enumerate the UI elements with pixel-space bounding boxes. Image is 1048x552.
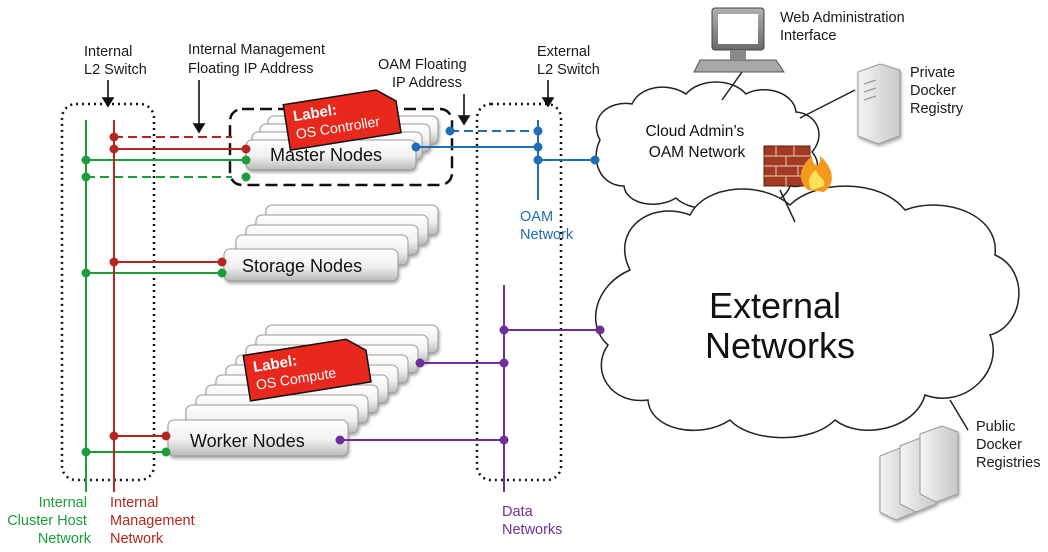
internal-l2-switch-label: Internal L2 Switch — [84, 44, 147, 78]
data-networks-label: Data Networks — [502, 504, 562, 538]
cluster-host-network-label: Internal Cluster Host Network — [7, 495, 92, 547]
firewall-icon — [763, 145, 832, 192]
master-nodes-label: Master Nodes — [270, 145, 382, 165]
data-network-lines — [340, 285, 600, 492]
oam-floating-ip-label: OAM Floating IP Address — [378, 57, 471, 91]
storage-nodes-label: Storage Nodes — [242, 256, 362, 276]
cloud-admin-oam-network — [595, 81, 820, 210]
os-compute-tag: Label: OS Compute — [242, 338, 372, 402]
cloud-admin-network-label: Cloud Admin’s OAM Network — [645, 123, 748, 161]
worker-nodes-label: Worker Nodes — [190, 431, 305, 451]
public-registries-label: Public Docker Registries — [976, 419, 1040, 471]
external-l2-switch-label: External L2 Switch — [537, 44, 600, 78]
os-controller-tag: Label: OS Controller — [282, 89, 402, 152]
cluster-host-network-lines — [85, 120, 246, 492]
oam-network-lines — [416, 120, 597, 200]
oam-network-label: OAM Network — [520, 209, 574, 243]
management-network-lines — [113, 120, 246, 492]
public-registries-server-icon — [879, 425, 959, 521]
external-l2-switch-box — [475, 102, 563, 482]
admin-links — [721, 71, 969, 431]
os-controller-tag-head: Label: — [292, 101, 338, 125]
private-registry-label: Private Docker Registry — [910, 65, 964, 117]
web-admin-label: Web Administration Interface — [780, 10, 909, 44]
external-networks-label: External Networks — [705, 285, 855, 366]
private-registry-server-icon — [857, 63, 901, 145]
storage-node-stack — [223, 204, 439, 282]
external-networks-cloud — [594, 185, 1020, 439]
internal-mgmt-network-label: Internal Management Network — [110, 495, 199, 547]
callout-arrows — [101, 80, 555, 134]
junction-dots — [81, 126, 605, 457]
internal-mgmt-floating-ip-label: Internal Management Floating IP Address — [188, 42, 329, 77]
os-compute-tag-head: Label: — [252, 352, 298, 376]
web-admin-monitor-icon — [693, 7, 785, 73]
